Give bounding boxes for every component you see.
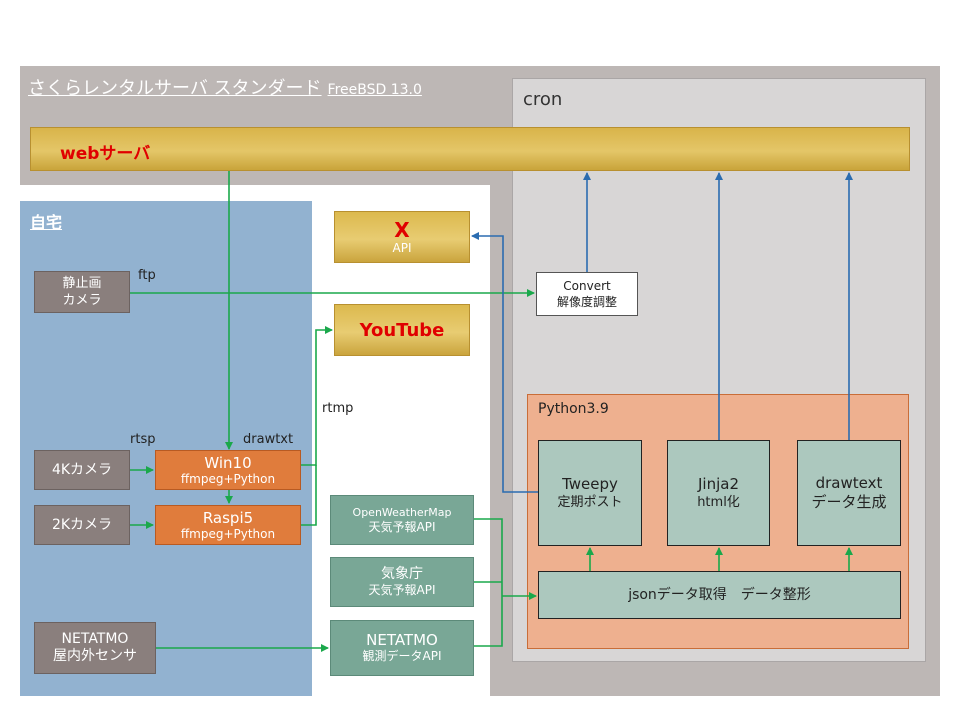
- webserver-label: webサーバ: [60, 144, 151, 164]
- jinja2-box: Jinja2 html化: [667, 440, 770, 546]
- raspi5-box: Raspi5 ffmpeg+Python: [155, 505, 301, 545]
- netatmo-api-line1: NETATMO: [366, 631, 438, 649]
- win10-to-youtube-arrow: [301, 326, 333, 466]
- tweepy-to-x-api-arrow: [471, 232, 538, 493]
- tweepy-line2: 定期ポスト: [557, 495, 623, 510]
- json-module-label: jsonデータ取得 データ整形: [628, 586, 811, 603]
- jma-line2: 天気予報API: [368, 583, 436, 597]
- convert-line2: 解像度調整: [556, 295, 617, 309]
- server-title-text: さくらレンタルサーバ スタンダード: [28, 78, 322, 99]
- server-title: さくらレンタルサーバ スタンダード FreeBSD 13.0: [28, 74, 422, 100]
- drawtxt-label: drawtxt: [243, 432, 294, 447]
- netatmo-api-box: NETATMO 観測データAPI: [330, 620, 474, 676]
- tweepy-box: Tweepy 定期ポスト: [538, 440, 642, 546]
- drawtext-line1: drawtext: [815, 474, 883, 492]
- x-api-box: X API: [334, 211, 470, 263]
- jma-line1: 気象庁: [381, 566, 423, 582]
- camera-4k-box: 4Kカメラ: [34, 450, 130, 490]
- server-os: FreeBSD 13.0: [327, 82, 422, 98]
- openweathermap-to-json-line: [474, 518, 503, 596]
- raspi5-to-youtube-line: [301, 465, 317, 526]
- jma-box: 気象庁 天気予報API: [330, 557, 474, 607]
- rtmp-label: rtmp: [322, 401, 354, 416]
- youtube-label: YouTube: [359, 319, 445, 341]
- rtsp-label: rtsp: [130, 432, 156, 447]
- camera-2k-box: 2Kカメラ: [34, 505, 130, 545]
- youtube-box: YouTube: [334, 304, 470, 356]
- still-camera-line2: カメラ: [62, 293, 102, 308]
- raspi5-line1: Raspi5: [202, 508, 254, 527]
- win10-box: Win10 ffmpeg+Python: [155, 450, 301, 490]
- netatmo-sensor-line2: 屋内外センサ: [53, 648, 137, 664]
- drawtext-box: drawtext データ生成: [797, 440, 901, 546]
- x-api-name: X: [394, 217, 410, 242]
- python-env-label: Python3.9: [538, 401, 609, 417]
- still-camera-box: 静止画 カメラ: [34, 271, 130, 313]
- convert-line1: Convert: [563, 279, 611, 293]
- ftp-label: ftp: [138, 268, 156, 283]
- jinja2-line2: html化: [697, 495, 740, 510]
- openweathermap-line1: OpenWeatherMap: [352, 506, 452, 519]
- netatmo-api-line2: 観測データAPI: [362, 649, 442, 663]
- convert-box: Convert 解像度調整: [536, 272, 638, 316]
- x-api-sub: API: [392, 240, 412, 255]
- webserver-bar: [30, 127, 910, 171]
- win10-line2: ffmpeg+Python: [180, 471, 276, 486]
- raspi5-line2: ffmpeg+Python: [180, 526, 276, 541]
- home-label: 自宅: [30, 213, 63, 232]
- openweathermap-box: OpenWeatherMap 天気予報API: [330, 495, 474, 545]
- openweathermap-line2: 天気予報API: [368, 520, 436, 534]
- camera-2k-label: 2Kカメラ: [51, 516, 113, 533]
- netatmo-api-to-json-line: [474, 596, 503, 647]
- tweepy-line1: Tweepy: [562, 475, 618, 493]
- json-module-box: jsonデータ取得 データ整形: [538, 571, 901, 619]
- netatmo-sensor-box: NETATMO 屋内外センサ: [34, 622, 156, 674]
- still-camera-line1: 静止画: [62, 276, 102, 291]
- netatmo-sensor-line1: NETATMO: [61, 631, 129, 647]
- cron-label: cron: [523, 89, 563, 110]
- camera-4k-label: 4Kカメラ: [51, 461, 113, 478]
- jinja2-line1: Jinja2: [697, 475, 739, 493]
- drawtext-line2: データ生成: [811, 493, 887, 511]
- win10-line1: Win10: [204, 453, 252, 472]
